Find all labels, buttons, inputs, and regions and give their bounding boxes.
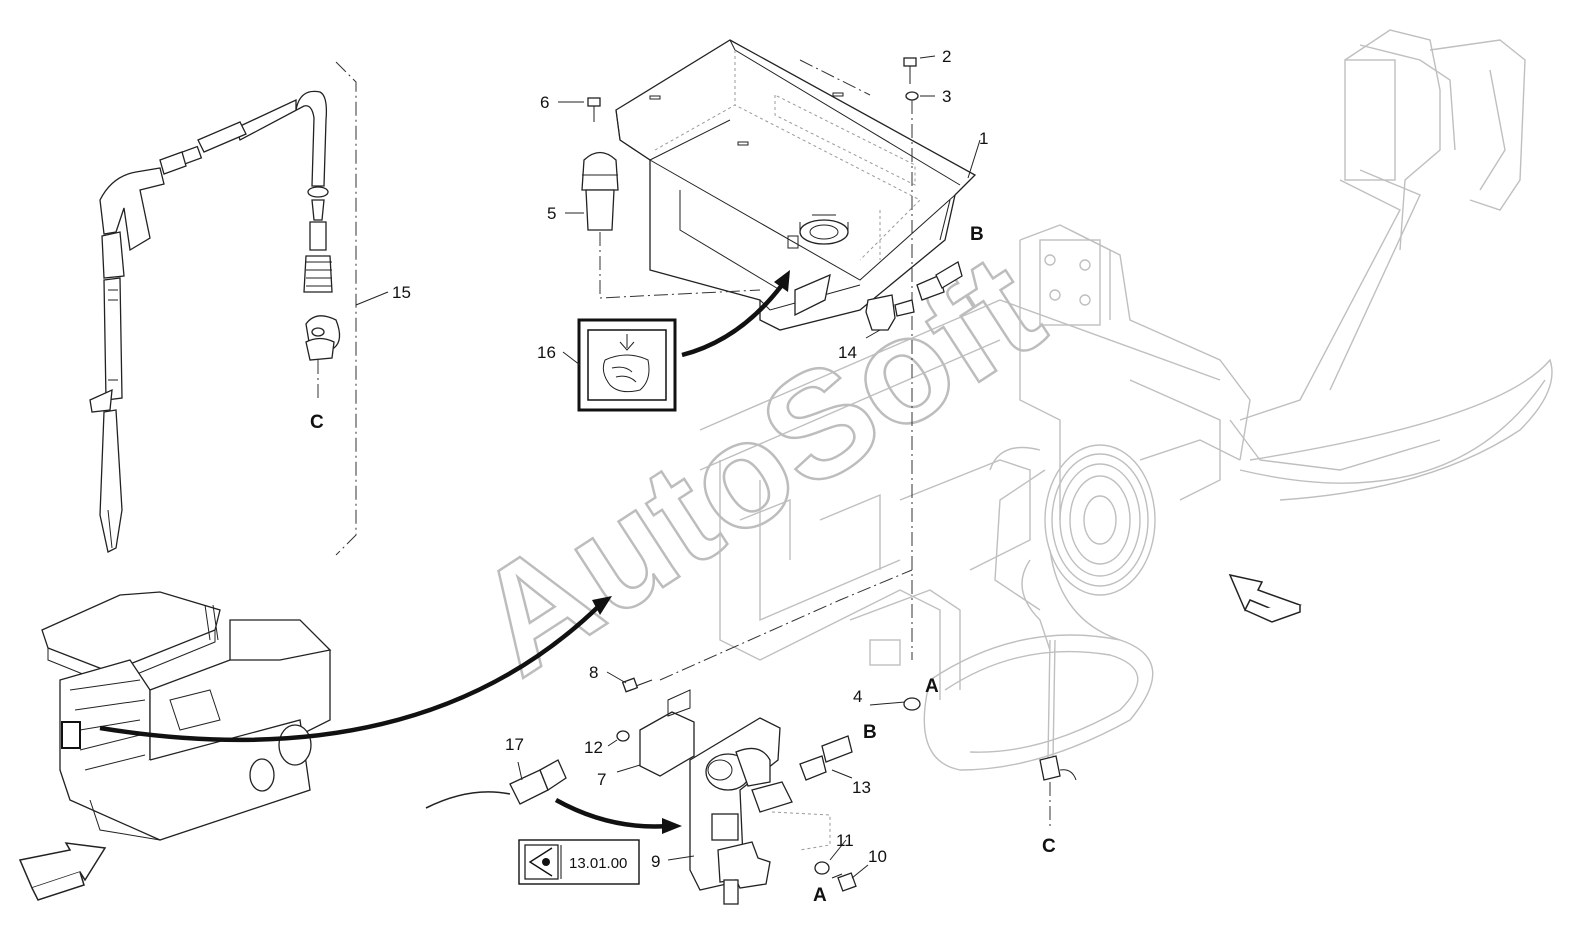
- part-7-bracket: [639, 689, 695, 777]
- part-2-bolt: [903, 57, 917, 84]
- eye-reference-icon: [528, 847, 553, 877]
- callout-4: 4: [853, 687, 862, 706]
- part-12-nut: [616, 730, 630, 742]
- connection-b-lower: B: [863, 722, 877, 743]
- part-6-bolt: [587, 97, 761, 299]
- callout-10: 10: [868, 847, 887, 866]
- callout-6: 6: [540, 93, 549, 112]
- callout-17: 17: [505, 735, 524, 754]
- connection-letters: A A B B C C: [310, 224, 1056, 906]
- location-pointer-arrow: [99, 603, 602, 743]
- label-pointer-arrow: [681, 283, 784, 358]
- hose-end-fitting: [1039, 755, 1077, 830]
- assembly-line-2: [799, 59, 871, 96]
- callout-8: 8: [589, 663, 598, 682]
- part-15-spray-lance: [89, 90, 341, 553]
- callout-3: 3: [942, 87, 951, 106]
- connection-a-upper: A: [925, 676, 939, 697]
- part-11-washer: [814, 861, 830, 875]
- part-15-bracket-line: [335, 61, 357, 556]
- part-15-leader: [355, 291, 389, 306]
- hand-wash-icon: [602, 334, 650, 393]
- machine-overview-thumbnail: [41, 591, 332, 841]
- part-14-elbow-fitting: [865, 261, 963, 331]
- callout-11: 11: [836, 831, 854, 850]
- leader-lines: [517, 55, 981, 879]
- connection-b-upper: B: [970, 224, 984, 245]
- callout-13: 13: [852, 778, 871, 797]
- callout-numbers: 1 2 3 4 5 6 7 8 9 10 11 12 13 14 15 16 1…: [392, 47, 988, 871]
- part-4-nut: [903, 697, 921, 711]
- view-direction-arrow-icon-left: [18, 842, 107, 901]
- part-1-tray: [615, 39, 977, 331]
- part-3-washer: [905, 91, 919, 101]
- callout-2: 2: [942, 47, 951, 66]
- label-pointer-arrowhead: [774, 270, 790, 292]
- part-16-hand-wash-label: [577, 318, 677, 412]
- connection-c-right: C: [1042, 836, 1056, 857]
- callout-15: 15: [392, 283, 411, 302]
- machine-frame-background: [699, 29, 1553, 771]
- callout-14: 14: [838, 343, 857, 362]
- callout-16: 16: [537, 343, 556, 362]
- part-17-cable-connector: [425, 759, 567, 809]
- part-10-bolt: [831, 872, 857, 892]
- location-pointer-arrowhead: [592, 596, 612, 615]
- part-13-fitting: [799, 735, 853, 781]
- part-9-pump-assembly: [689, 717, 831, 905]
- callout-1: 1: [979, 129, 988, 148]
- callout-7: 7: [597, 770, 606, 789]
- assembly-line-3: [659, 569, 913, 681]
- callout-9: 9: [651, 852, 660, 871]
- connection-a-lower: A: [813, 885, 827, 906]
- cable-pointer-arrowhead: [662, 818, 682, 834]
- callout-5: 5: [547, 204, 556, 223]
- cable-pointer-arrow: [554, 798, 669, 829]
- callout-12: 12: [584, 738, 603, 757]
- part-5-filler-cap: [581, 151, 619, 231]
- connection-c-left: C: [310, 412, 324, 433]
- view-direction-arrow-icon-right: [1228, 573, 1302, 623]
- reference-label: 13.01.00: [569, 855, 627, 872]
- part-8-bolt: [621, 677, 653, 693]
